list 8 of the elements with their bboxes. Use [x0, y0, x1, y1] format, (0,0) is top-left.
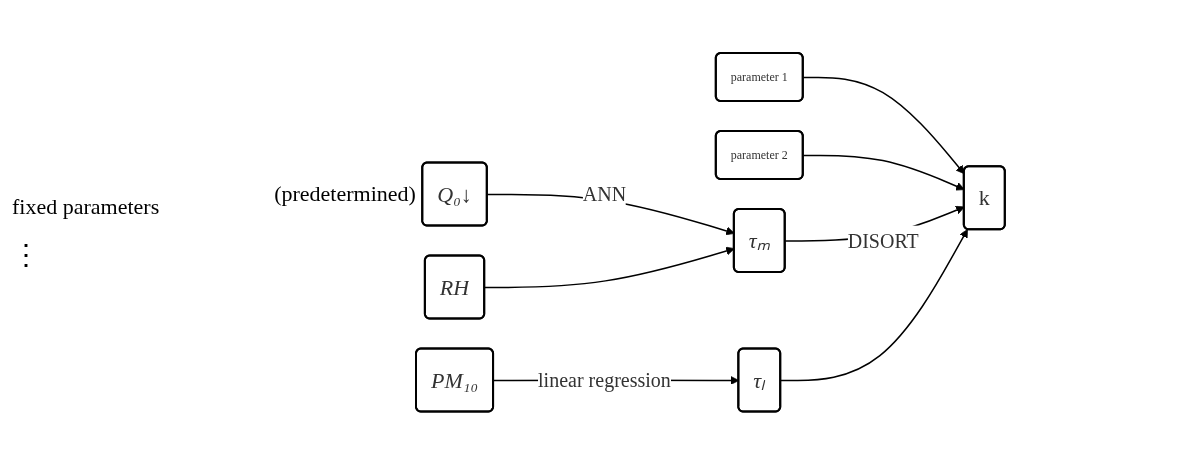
edge-label: ANN	[582, 183, 626, 206]
node-note: (predetermined)	[274, 181, 416, 208]
edge-label: linear regression	[537, 369, 671, 392]
group-label: fixed parameters	[12, 194, 161, 220]
edge-label: DISORT	[847, 229, 919, 252]
ellipsis-mark: ⋮	[12, 238, 41, 271]
arrow	[802, 76, 965, 175]
arrow	[779, 229, 968, 382]
